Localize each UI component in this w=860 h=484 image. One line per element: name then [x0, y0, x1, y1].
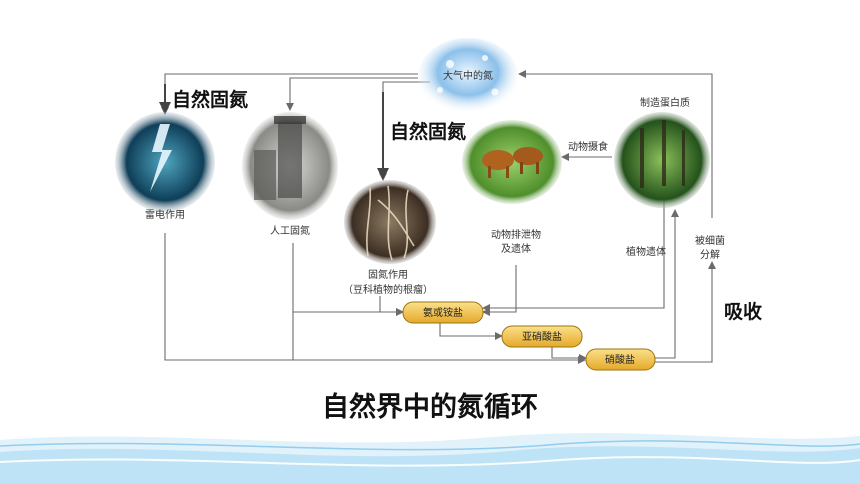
salt-ammonia: 氨或铵盐: [402, 301, 484, 324]
factory-building-icon: [254, 150, 276, 200]
flow-lines: [161, 70, 716, 364]
arrow-industrial-to-nitrate: [292, 312, 586, 364]
natural-fixation-label-middle: 自然固氮: [390, 120, 466, 143]
arrow-ammonia-to-nitrite: [439, 323, 503, 340]
lightning-bolt-icon: [150, 124, 172, 192]
lightning-node: 雷电作用: [115, 112, 215, 221]
cow-leg-icon: [536, 162, 539, 174]
salt-nitrite-pill: [501, 325, 583, 348]
bacteria-label-line2: 分解: [700, 248, 720, 261]
arrow-roots-to-ammonia: [379, 296, 404, 316]
atmosphere-label: 大气中的氮: [443, 69, 493, 82]
cattle-node: 动物排泄物 及遗体: [462, 120, 562, 255]
industrial-node: 人工固氮: [242, 112, 338, 237]
arrow-nitrate-to-plants: [655, 209, 679, 359]
animal-intake-label: 动物摄食: [568, 140, 608, 153]
plant-remains-label: 植物遗体: [626, 245, 666, 258]
arrow-nitrite-to-nitrate: [551, 346, 587, 362]
natural-fixation-label-left: 自然固氮: [172, 88, 248, 111]
forest-node: 制造蛋白质: [614, 96, 710, 208]
wave-shape: [0, 440, 860, 451]
factory-top-icon: [274, 116, 306, 124]
cow-leg-icon: [506, 166, 509, 178]
salt-nitrate-pill: [585, 348, 656, 371]
decorative-wave-band: [0, 433, 860, 484]
salt-nitrite-label: 亚硝酸盐: [522, 330, 562, 343]
sky-image: [418, 38, 518, 114]
industrial-label: 人工固氮: [270, 224, 310, 237]
diagram-title: 自然界中的氮循环: [322, 391, 538, 423]
protein-label: 制造蛋白质: [640, 96, 690, 109]
cloud-dot: [437, 87, 443, 93]
bacteria-label-line1: 被细菌: [695, 234, 725, 247]
root-strand-icon: [366, 185, 415, 261]
cloud-dot: [482, 55, 488, 61]
animal-waste-label-line1: 动物排泄物: [491, 228, 541, 241]
tree-trunk-icon: [682, 130, 685, 186]
roots-node: 固氮作用 （豆科植物的根瘤）: [343, 180, 436, 296]
cloud-dot: [491, 88, 499, 96]
arrow-atmosphere-to-industrial: [286, 77, 418, 111]
cow-icon: [513, 147, 543, 165]
wave-shape: [0, 456, 860, 467]
salt-ammonia-pill: [402, 301, 484, 324]
arrow-nitrate-to-bacteria: [655, 261, 716, 363]
cow-leg-icon: [488, 166, 491, 178]
fixation-label-line2: （豆科植物的根瘤）: [343, 283, 433, 296]
cow-leg-icon: [520, 162, 523, 174]
salt-nitrite: 亚硝酸盐: [501, 325, 583, 348]
fixation-label-line1: 固氮作用: [368, 268, 408, 281]
salt-nitrate-label: 硝酸盐: [605, 353, 635, 366]
atmosphere-node: 大气中的氮: [418, 38, 518, 114]
absorb-label: 吸收: [724, 300, 762, 323]
salt-ammonia-label: 氨或铵盐: [423, 306, 463, 319]
arrow-plant-remains-to-ammonia: [482, 193, 665, 312]
arrow-bacteria-to-atmosphere: [518, 70, 713, 218]
tree-trunk-icon: [662, 120, 666, 186]
lightning-label: 雷电作用: [145, 208, 185, 221]
tree-trunk-icon: [640, 128, 644, 188]
arrow-animal-waste-to-ammonia: [482, 265, 517, 316]
cow-icon: [482, 150, 514, 170]
factory-tower-icon: [278, 122, 302, 198]
salt-nitrate: 硝酸盐: [585, 348, 656, 371]
cloud-dot: [446, 60, 454, 68]
animal-waste-label-line2: 及遗体: [501, 242, 531, 255]
